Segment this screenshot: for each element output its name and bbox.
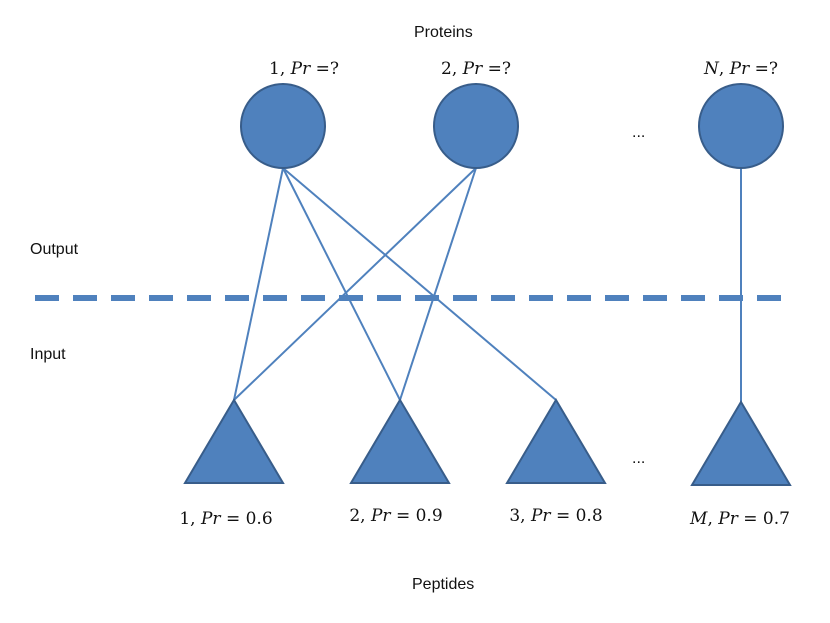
- peptide-node: [505, 398, 607, 484]
- protein-node: [240, 83, 326, 169]
- edge-line: [233, 167, 477, 401]
- peptide-label: 1, Pr = 0.6: [179, 509, 273, 529]
- edge-line: [233, 167, 284, 401]
- output-label: Output: [30, 241, 79, 258]
- edge-line: [282, 167, 557, 401]
- peptide-label: 3, Pr = 0.8: [509, 506, 603, 526]
- peptide-node: [690, 400, 792, 486]
- peptide-label: M, Pr = 0.7: [690, 509, 790, 529]
- proteins-ellipsis: ...: [632, 124, 646, 141]
- nodes-group: [183, 83, 792, 486]
- peptide-node: [183, 398, 285, 484]
- protein-label: 2, Pr =?: [441, 59, 511, 79]
- edges-group: [233, 167, 742, 402]
- input-label: Input: [30, 346, 66, 363]
- edge-line: [282, 167, 401, 401]
- protein-node: [698, 83, 784, 169]
- peptide-label: 2, Pr = 0.9: [349, 506, 443, 526]
- edge-line: [399, 167, 477, 401]
- peptides-ellipsis: ...: [632, 450, 646, 467]
- protein-label: N, Pr =?: [703, 59, 779, 79]
- peptide-node: [349, 398, 451, 484]
- peptides-heading: Peptides: [412, 576, 475, 593]
- protein-node: [433, 83, 519, 169]
- proteins-heading: Proteins: [414, 24, 473, 41]
- protein-label: 1, Pr =?: [269, 59, 339, 79]
